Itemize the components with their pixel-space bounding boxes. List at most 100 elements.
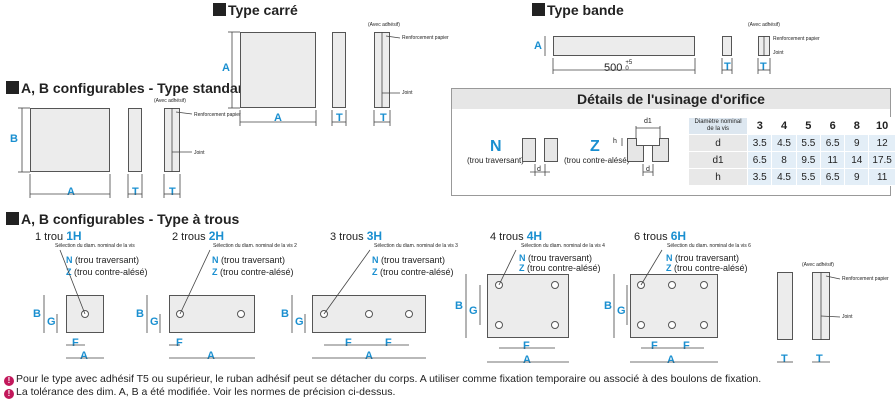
strip-dim-A: A <box>534 40 542 52</box>
hole <box>176 310 184 318</box>
holes-4H-Z: Z (trou contre-alésé) <box>519 263 601 273</box>
holes-6H-F2: F <box>683 340 690 352</box>
square-with-adhesive: (Avec adhésif) <box>368 22 400 28</box>
holes-with-adhesive: (Avec adhésif) <box>802 262 834 268</box>
standard-paper: Renforcement papier <box>194 112 241 118</box>
holes-3H-G: G <box>295 316 304 328</box>
heading-holes: A, B configurables - Type à trous <box>6 211 239 227</box>
orifice-Z-desc: (trou contre-alésé) <box>564 156 630 165</box>
hole <box>405 310 413 318</box>
holes-4H-G: G <box>469 305 478 317</box>
holes-3H-N: N (trou traversant) <box>372 255 446 265</box>
holes-4H-title: 4 trous 4H <box>490 229 543 243</box>
holes-joint: Joint <box>842 314 853 320</box>
holes-2H-A: A <box>207 350 215 362</box>
holes-4H-F: F <box>523 340 530 352</box>
holes-2H-select: Sélection du diam. nominal de la vis 2 <box>213 243 297 249</box>
square-side-view <box>332 32 346 108</box>
orifice-title: Détails de l'usinage d'orifice <box>452 89 890 109</box>
standard-side-view <box>128 108 142 172</box>
square-plate <box>240 32 316 108</box>
standard-dim-T: T <box>132 186 139 198</box>
strip-dim-T2: T <box>760 61 767 73</box>
holes-2H-B: B <box>136 308 144 320</box>
table-header: 6 <box>819 117 846 135</box>
holes-4H-A: A <box>523 354 531 366</box>
table-header: 4 <box>771 117 797 135</box>
square-dim-A-vertical: A <box>222 62 230 74</box>
holes-6H-G: G <box>617 305 626 317</box>
holes-1H-select: Sélection du diam. nominal de la vis <box>55 243 135 249</box>
orifice-N-desc: (trou traversant) <box>467 156 524 165</box>
strip-with-adhesive: (Avec adhésif) <box>748 22 780 28</box>
table-header: 8 <box>844 117 870 135</box>
holes-dim-T: T <box>781 353 788 365</box>
holes-3H-title: 3 trous 3H <box>330 229 383 243</box>
orifice-N-d: d <box>537 166 541 173</box>
strip-plate <box>553 36 695 56</box>
holes-6H-N: N (trou traversant) <box>666 253 740 263</box>
orifice-Z-d: d <box>646 166 650 173</box>
table-header: 3 <box>747 117 773 135</box>
square-dim-A: A <box>274 112 282 124</box>
orifice-Z-h: h <box>613 138 617 145</box>
hole <box>365 310 373 318</box>
table-header: 5 <box>795 117 822 135</box>
note-adhesive: !Pour le type avec adhésif T5 ou supérie… <box>4 373 761 386</box>
square-adhesive-view <box>374 32 390 108</box>
holes-6H-F: F <box>651 340 658 352</box>
orifice-Z-d1: d1 <box>644 118 652 125</box>
strip-side-view <box>722 36 732 56</box>
holes-1H-F: F <box>72 337 79 349</box>
orifice-Z-hole <box>643 146 653 162</box>
hole <box>668 281 676 289</box>
table-header: 10 <box>868 117 896 135</box>
holes-dim-T2: T <box>816 353 823 365</box>
heading-standard: A, B configurables - Type standard <box>6 80 252 96</box>
holes-1H-G: G <box>47 316 56 328</box>
hole <box>637 321 645 329</box>
strip-adhesive-view <box>758 36 770 56</box>
hole <box>495 281 503 289</box>
strip-paper: Renforcement papier <box>773 36 820 42</box>
orifice-N-hole <box>535 138 545 162</box>
table-row: h 3.5 4.5 5.5 6.5 9 11 <box>687 168 896 186</box>
table-corner: Diamètre nominal de la vis <box>687 117 749 135</box>
strip-dim-T: T <box>724 61 731 73</box>
standard-joint: Joint <box>194 150 205 156</box>
square-dim-T: T <box>336 112 343 124</box>
orifice-Z: Z <box>590 138 600 155</box>
holes-3H-B: B <box>281 308 289 320</box>
hole <box>495 321 503 329</box>
holes-6H-title: 6 trous 6H <box>634 229 687 243</box>
holes-2H-G: G <box>150 316 159 328</box>
table-row: d1 6.5 8 9.5 11 14 17.5 <box>687 151 896 169</box>
square-dim-T2: T <box>380 112 387 124</box>
standard-adhesive-view <box>164 108 180 172</box>
holes-3H-A: A <box>365 350 373 362</box>
holes-3H-select: Sélection du diam. nominal de la vis 3 <box>374 243 458 249</box>
holes-4H-B: B <box>455 300 463 312</box>
heading-square: Type carré <box>213 2 298 18</box>
holes-1H-N: N (trou traversant) <box>66 255 140 265</box>
info-icon: ! <box>4 389 14 399</box>
holes-6H-B: B <box>604 300 612 312</box>
holes-1H-Z: Z (trou contre-alésé) <box>66 267 148 277</box>
holes-3H-Z: Z (trou contre-alésé) <box>372 267 454 277</box>
standard-dim-T2: T <box>169 186 176 198</box>
standard-dim-B: B <box>10 133 18 145</box>
holes-2H-F: F <box>176 337 183 349</box>
hole <box>551 321 559 329</box>
orifice-N: N <box>490 138 502 155</box>
holes-6H-select: Sélection du diam. nominal de la vis 6 <box>667 243 751 249</box>
holes-adhesive-view <box>812 272 830 340</box>
hole <box>637 281 645 289</box>
standard-plate <box>30 108 110 172</box>
holes-1H-B: B <box>33 308 41 320</box>
holes-2H-N: N (trou traversant) <box>212 255 286 265</box>
square-joint: Joint <box>402 90 413 96</box>
holes-2H-Z: Z (trou contre-alésé) <box>212 267 294 277</box>
holes-4H-select: Sélection du diam. nominal de la vis 4 <box>521 243 605 249</box>
